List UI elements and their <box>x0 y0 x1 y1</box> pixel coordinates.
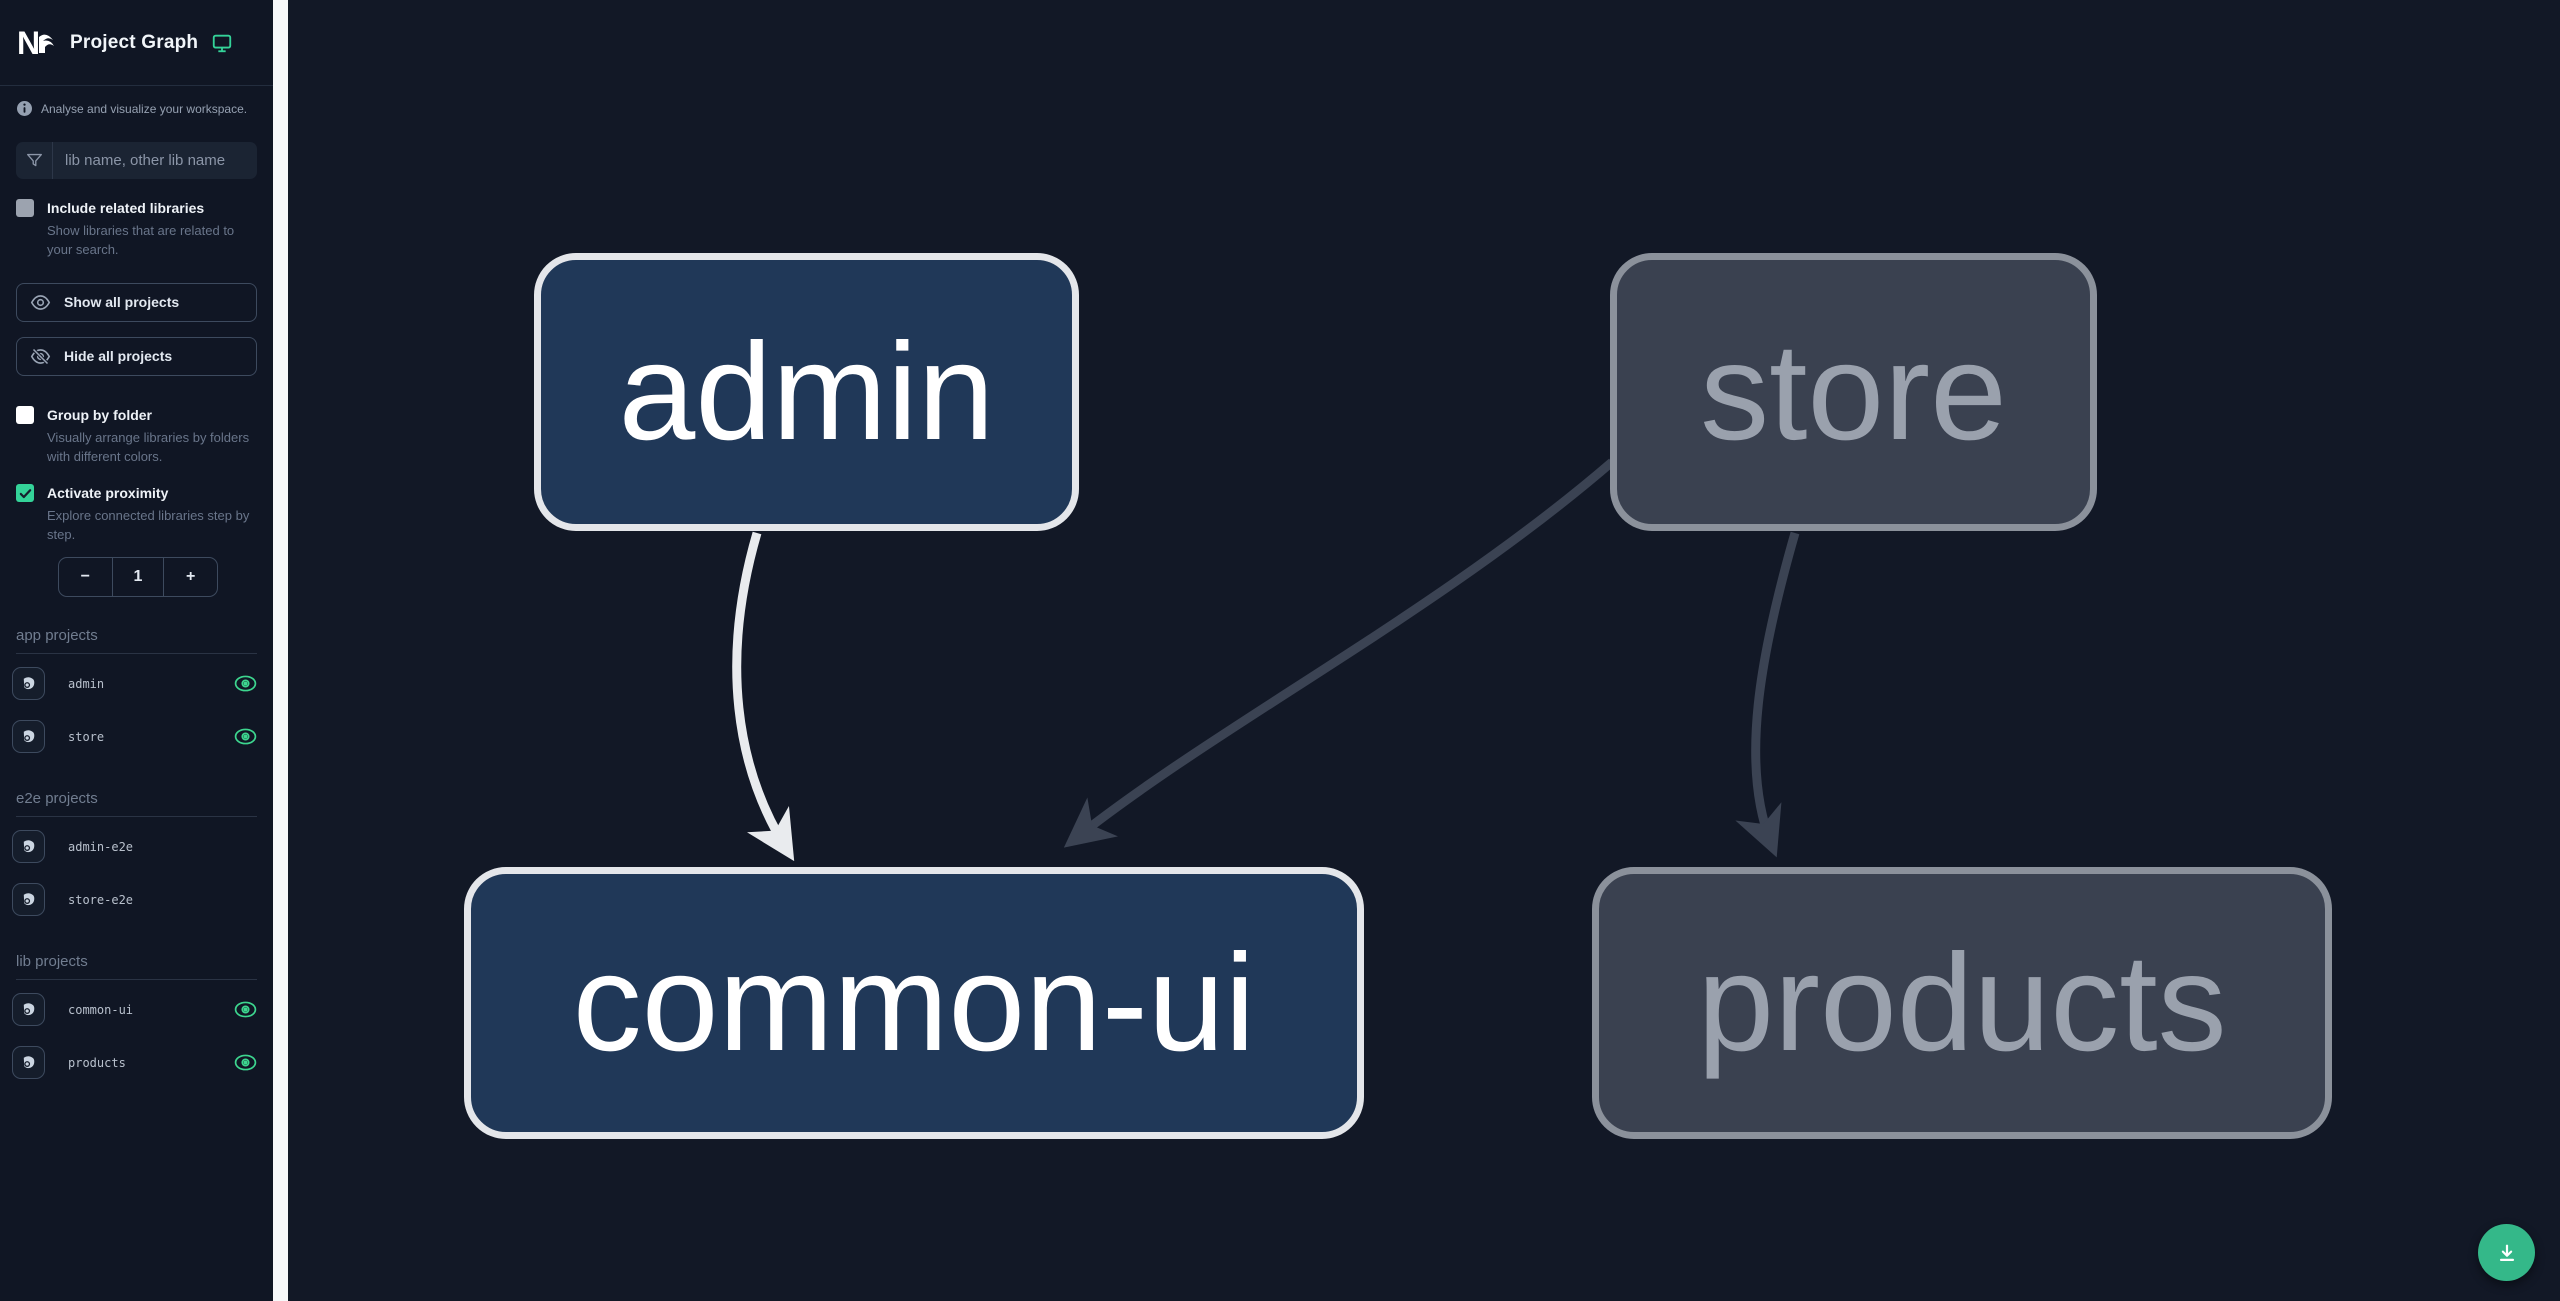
workspace-tagline: Analyse and visualize your workspace. <box>0 86 273 128</box>
node-label: products <box>1697 925 2227 1080</box>
graph-node-products[interactable]: products <box>1592 867 2332 1139</box>
section-app-projects: app projects admin <box>0 627 273 760</box>
download-graph-button[interactable] <box>2478 1224 2535 1281</box>
proximity-decrement-button[interactable]: − <box>80 568 90 586</box>
node-label: common-ui <box>572 925 1256 1080</box>
focus-icon <box>23 840 35 853</box>
hide-all-projects-label: Hide all projects <box>64 348 173 365</box>
activate-proximity-checkbox[interactable] <box>16 484 34 503</box>
include-related-label: Include related libraries <box>47 200 205 216</box>
check-icon <box>19 489 31 499</box>
tagline-text: Analyse and visualize your workspace. <box>41 101 248 116</box>
eye-off-icon <box>30 347 51 365</box>
project-row-admin: admin <box>0 660 273 707</box>
project-row-store-e2e: store-e2e <box>0 876 273 923</box>
show-all-projects-button[interactable]: Show all projects <box>16 282 257 322</box>
page-title: Project Graph <box>70 31 199 53</box>
sidebar-resize-handle[interactable] <box>273 0 288 1301</box>
eye-icon <box>30 294 51 310</box>
project-row-products: products <box>0 1039 273 1086</box>
svg-text:N: N <box>17 25 40 61</box>
proximity-increment-button[interactable]: + <box>185 568 196 586</box>
funnel-icon <box>16 142 53 179</box>
visibility-eye-icon[interactable] <box>234 728 257 745</box>
edge-store-to-products[interactable] <box>1735 531 1800 858</box>
section-title: e2e projects <box>16 790 257 818</box>
focus-icon <box>23 730 35 743</box>
show-all-projects-label: Show all projects <box>64 294 180 311</box>
include-related-row: Include related libraries Show libraries… <box>0 185 273 260</box>
proximity-stepper: − 1 + <box>58 557 218 598</box>
project-name[interactable]: admin <box>68 676 105 691</box>
focus-button[interactable] <box>12 667 45 701</box>
project-name[interactable]: common-ui <box>68 1002 134 1017</box>
graph-canvas[interactable]: admin store common-ui products <box>288 0 2560 1301</box>
group-by-folder-row: Group by folder Visually arrange librari… <box>0 382 273 467</box>
project-row-store: store <box>0 713 273 760</box>
project-row-admin-e2e: admin-e2e <box>0 823 273 870</box>
focus-button[interactable] <box>12 883 45 917</box>
section-title: app projects <box>16 627 257 655</box>
focus-button[interactable] <box>12 1046 45 1080</box>
info-icon <box>17 101 32 116</box>
project-row-common-ui: common-ui <box>0 986 273 1033</box>
dependency-edges <box>732 458 1800 862</box>
section-title: lib projects <box>16 953 257 981</box>
node-label: admin <box>618 314 995 469</box>
sidebar: N Project Graph Analyse and visualize yo… <box>0 0 273 1301</box>
monitor-icon[interactable] <box>211 32 233 54</box>
node-label: store <box>1700 314 2007 469</box>
group-by-folder-label: Group by folder <box>47 406 152 423</box>
focus-icon <box>23 677 35 690</box>
activate-proximity-description: Explore connected libraries step by step… <box>47 508 250 543</box>
edge-store-to-common-ui[interactable] <box>1063 458 1615 848</box>
hide-all-projects-button[interactable]: Hide all projects <box>16 336 257 376</box>
group-by-folder-description: Visually arrange libraries by folders wi… <box>47 429 250 464</box>
visibility-eye-icon[interactable] <box>234 675 257 692</box>
include-related-description: Show libraries that are related to your … <box>47 223 235 257</box>
proximity-value: 1 <box>111 558 165 597</box>
graph-node-store[interactable]: store <box>1610 253 2097 531</box>
focus-icon <box>23 1056 35 1069</box>
section-lib-projects: lib projects common-ui <box>0 953 273 1086</box>
project-name[interactable]: store <box>68 729 105 744</box>
activate-proximity-label: Activate proximity <box>47 485 169 502</box>
project-name[interactable]: admin-e2e <box>68 839 134 854</box>
visibility-eye-icon[interactable] <box>234 1001 257 1018</box>
activate-proximity-row: Activate proximity Explore connected lib… <box>0 466 273 545</box>
project-name[interactable]: store-e2e <box>68 892 134 907</box>
nx-logo-icon: N <box>17 25 54 61</box>
graph-node-admin[interactable]: admin <box>534 253 1079 531</box>
sidebar-header: N Project Graph <box>0 0 273 86</box>
include-related-checkbox[interactable] <box>16 199 34 217</box>
filter-input[interactable] <box>53 142 257 179</box>
focus-icon <box>23 1003 35 1016</box>
section-e2e-projects: e2e projects admin-e2e store-e2e <box>0 790 273 923</box>
group-by-folder-checkbox[interactable] <box>16 405 34 424</box>
filter-box <box>16 142 257 179</box>
focus-button[interactable] <box>12 830 45 864</box>
project-name[interactable]: products <box>68 1055 126 1070</box>
edge-admin-to-common-ui[interactable] <box>732 531 795 862</box>
graph-node-common-ui[interactable]: common-ui <box>464 867 1364 1139</box>
download-icon <box>2499 1244 2514 1261</box>
focus-button[interactable] <box>12 993 45 1027</box>
focus-button[interactable] <box>12 720 45 754</box>
visibility-eye-icon[interactable] <box>234 1054 257 1071</box>
focus-icon <box>23 893 35 906</box>
